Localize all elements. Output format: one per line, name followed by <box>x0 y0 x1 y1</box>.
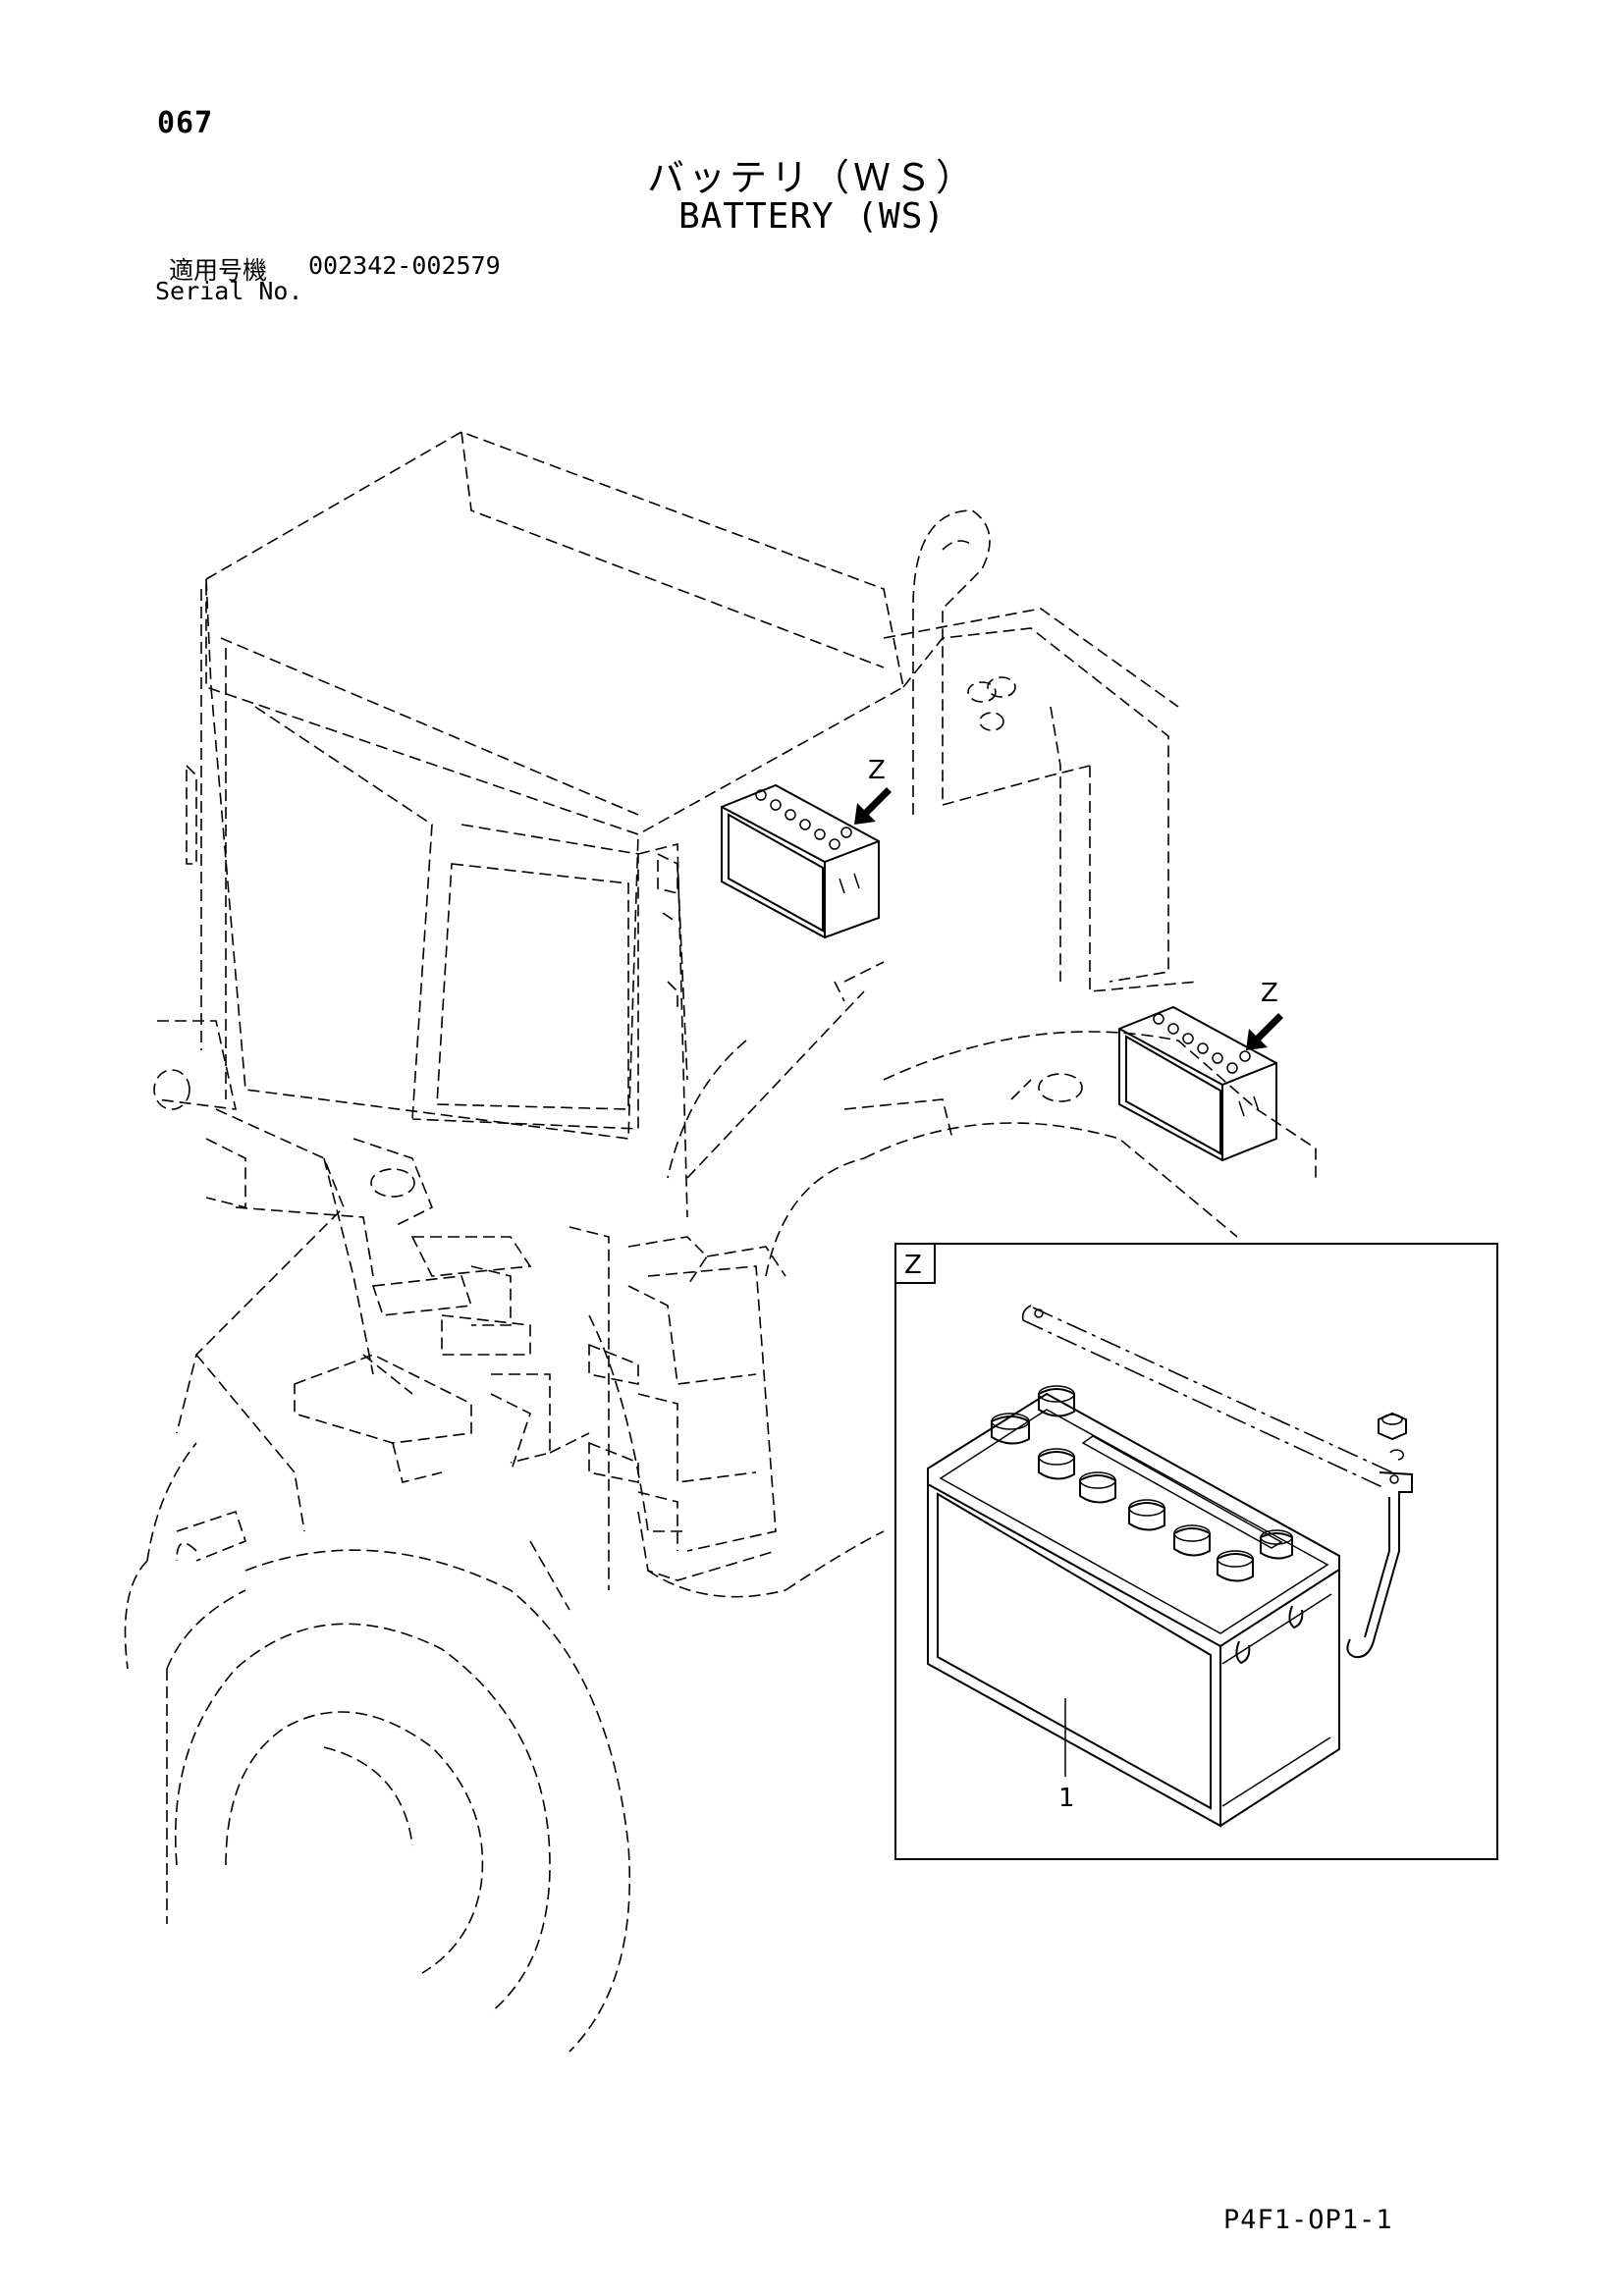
title-english: BATTERY (WS) <box>677 196 947 237</box>
view-arrow-right: Z <box>1246 979 1283 1050</box>
serial-label-japanese: 適用号機 <box>169 256 268 285</box>
page-number: 067 <box>157 106 214 140</box>
view-marker-z-upper: Z <box>868 756 886 785</box>
battery-right <box>1118 1005 1277 1162</box>
detail-view-box: Z <box>894 1243 1498 1860</box>
title-japanese: バッテリ（ＷＳ） <box>646 156 977 199</box>
machine-outline <box>124 431 1317 2053</box>
part-callout-1: 1 <box>1058 1784 1075 1813</box>
battery-caps <box>991 1385 1293 1582</box>
battery-upper <box>721 783 880 939</box>
detail-box-label: Z <box>904 1251 922 1280</box>
serial-label-english: Serial No. <box>155 277 303 305</box>
view-marker-z-right: Z <box>1261 979 1278 1008</box>
footer-code: P4F1-OP1-1 <box>1223 2205 1393 2235</box>
view-arrow-upper: Z <box>854 756 892 825</box>
serial-range: 002342-002579 <box>308 251 501 280</box>
